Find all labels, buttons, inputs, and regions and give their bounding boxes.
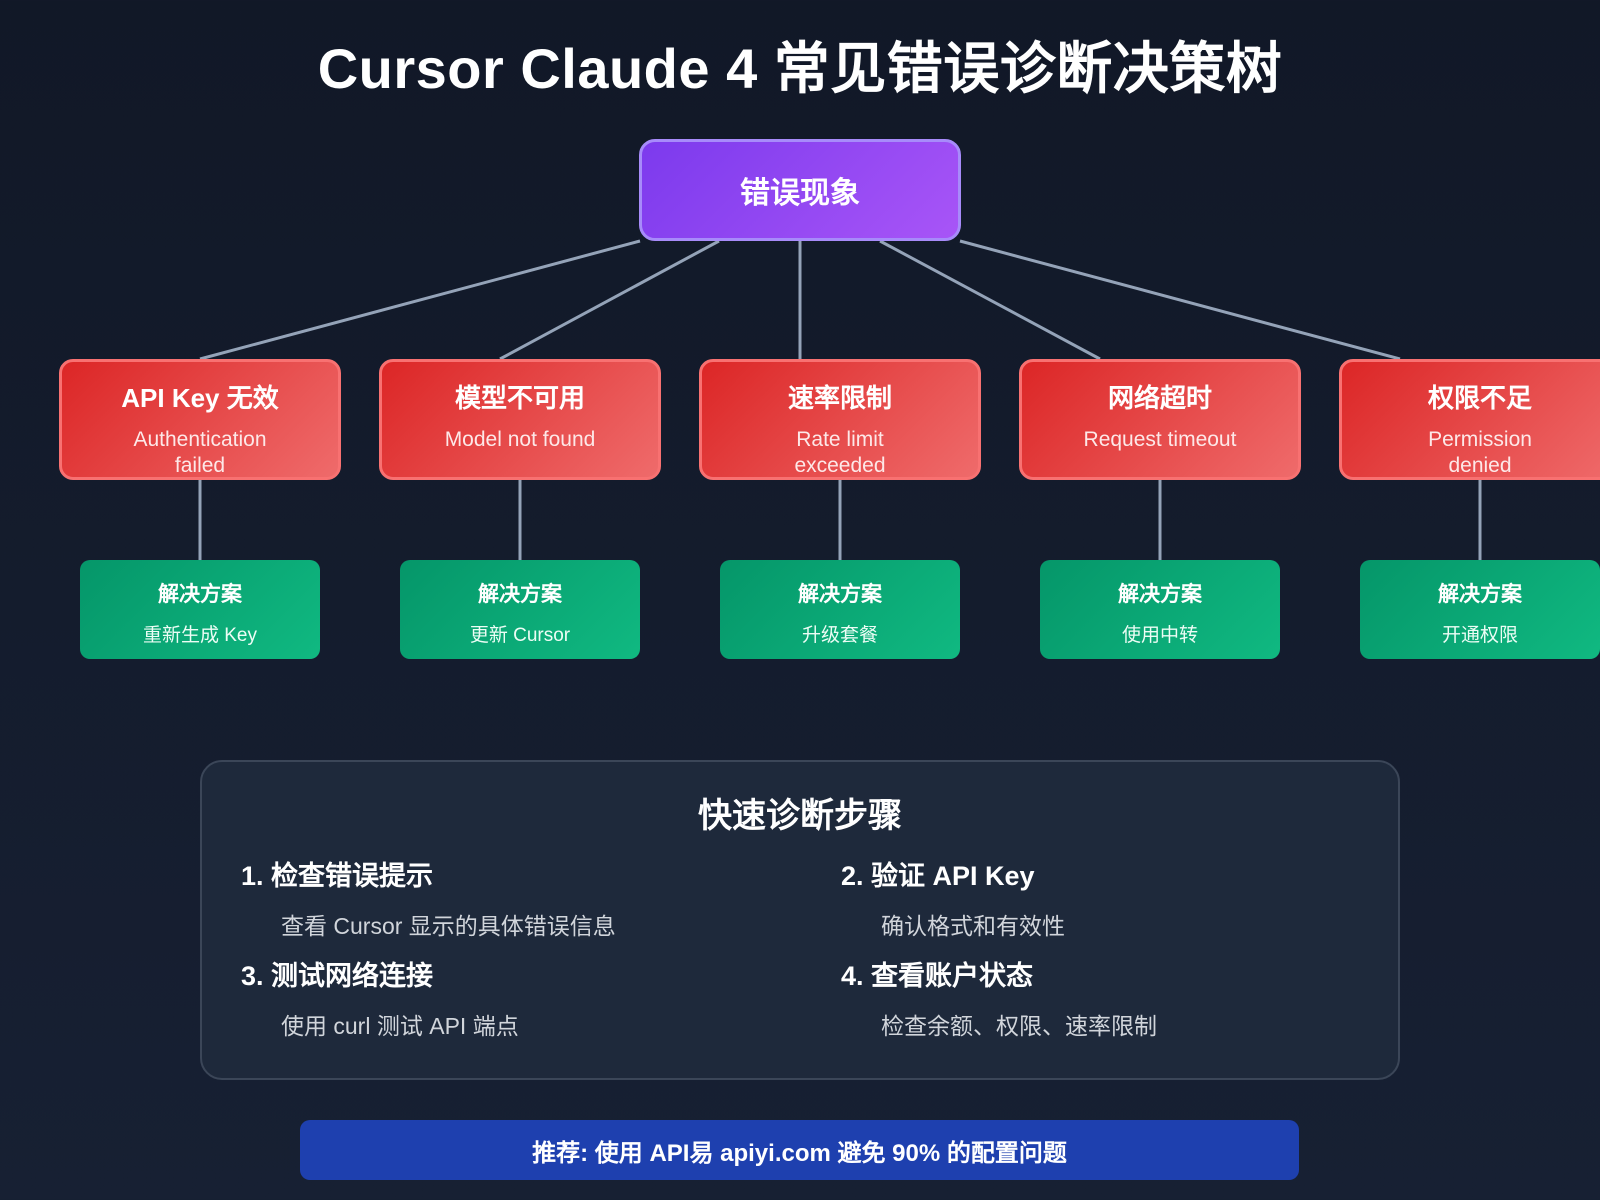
step-desc: 检查余额、权限、速率限制: [881, 1013, 1157, 1039]
solution-text: 更新 Cursor: [469, 625, 571, 646]
step-desc: 确认格式和有效性: [881, 913, 1065, 939]
root-node: 错误现象: [639, 139, 961, 241]
solution-label: 解决方案: [798, 583, 882, 606]
solution-label: 解决方案: [1118, 583, 1202, 606]
solution-text: 使用中转: [1121, 625, 1198, 646]
connector-line: [959, 239, 1401, 361]
solution-node: 解决方案重新生成 Key: [80, 560, 320, 659]
page-title: Cursor Claude 4 常见错误诊断决策树: [317, 37, 1283, 100]
error-node: 速率限制 Rate limit exceeded: [699, 359, 981, 480]
error-desc: Rate limit exceeded: [794, 428, 886, 477]
solution-label: 解决方案: [158, 583, 242, 606]
error-title: 权限不足: [1427, 383, 1532, 413]
diagnosis-step: 2. 验证 API Key 确认格式和有效性: [841, 854, 1065, 941]
solution-text: 升级套餐: [801, 625, 878, 646]
solution-label: 解决方案: [478, 583, 562, 606]
error-title: API Key 无效: [121, 383, 279, 413]
error-title: 网络超时: [1107, 383, 1212, 413]
diagnosis-step: 4. 查看账户状态检查余额、权限、速率限制: [841, 954, 1157, 1041]
error-node: 网络超时 Request timeout: [1019, 359, 1301, 480]
diagnosis-step: 3. 测试网络连接使用 curl 测试 API 端点: [241, 954, 519, 1041]
solution-label: 解决方案: [1438, 583, 1522, 606]
step-title: 4. 查看账户状态: [841, 961, 1034, 991]
error-node: 模型不可用 Model not found: [379, 359, 661, 480]
panel-title: 快速诊断步骤: [698, 797, 902, 835]
step-title: 3. 测试网络连接: [241, 961, 434, 991]
connector-line: [879, 239, 1101, 361]
diagnosis-step: 1. 检查错误提示查看 Cursor 显示的具体错误信息: [241, 854, 616, 941]
recommendation-banner: 推荐: 使用 API易 apiyi.com 避免 90% 的配置问题: [300, 1120, 1299, 1180]
connector-line: [199, 239, 641, 361]
connector-line: [499, 239, 720, 361]
error-node: API Key 无效 Authentication failed: [59, 359, 341, 480]
error-desc: Permission denied: [1428, 428, 1532, 477]
error-desc: Model not found: [444, 428, 596, 451]
error-title: 速率限制: [787, 383, 892, 413]
error-title: 模型不可用: [454, 383, 585, 413]
step-desc: 使用 curl 测试 API 端点: [281, 1013, 519, 1039]
step-title: 1. 检查错误提示: [241, 861, 434, 891]
solution-node: 解决方案开通权限: [1360, 560, 1600, 659]
step-desc: 查看 Cursor 显示的具体错误信息: [281, 913, 616, 939]
solution-node: 解决方案升级套餐: [720, 560, 960, 659]
solution-text: 重新生成 Key: [142, 625, 258, 646]
step-title: 2. 验证 API Key: [841, 861, 1035, 891]
solution-text: 开通权限: [1441, 625, 1518, 646]
solution-node: 解决方案使用中转: [1040, 560, 1280, 659]
error-desc: Authentication failed: [133, 428, 267, 477]
solution-node: 解决方案更新 Cursor: [400, 560, 640, 659]
quick-diagnosis-panel: 快速诊断步骤 1. 检查错误提示查看 Cursor 显示的具体错误信息 2. 验…: [200, 760, 1400, 1080]
error-node: 权限不足 Permission denied: [1339, 359, 1600, 480]
error-desc: Request timeout: [1083, 428, 1237, 451]
